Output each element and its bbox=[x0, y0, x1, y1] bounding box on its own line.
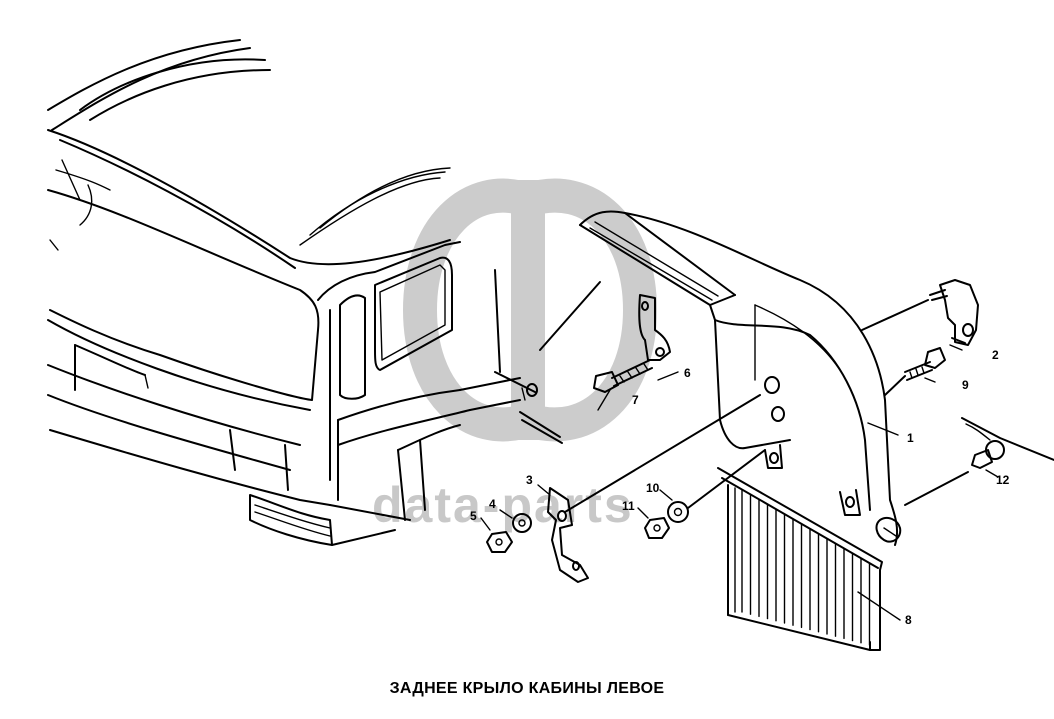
part-number-5: 5 bbox=[470, 509, 477, 523]
pin-rod bbox=[494, 269, 563, 444]
bolt bbox=[593, 359, 653, 393]
bolt-with-washer bbox=[961, 417, 1054, 469]
part-number-8: 8 bbox=[905, 613, 912, 627]
watermark-text: data-parts bbox=[372, 477, 634, 533]
part-number-1: 1 bbox=[907, 431, 914, 445]
mud-flap bbox=[717, 467, 883, 651]
part-number-10: 10 bbox=[646, 481, 660, 495]
diagram-caption: ЗАДНЕЕ КРЫЛО КАБИНЫ ЛЕВОЕ bbox=[389, 680, 665, 697]
part-number-11: 11 bbox=[622, 499, 635, 513]
nut-2 bbox=[644, 517, 670, 539]
mounting-bracket bbox=[547, 487, 589, 583]
leader-lines bbox=[480, 281, 999, 621]
part-number-3: 3 bbox=[526, 473, 533, 487]
part-number-6: 6 bbox=[684, 366, 691, 380]
strap-bracket bbox=[638, 294, 671, 361]
fender-clamp bbox=[929, 279, 979, 346]
nut bbox=[486, 531, 513, 553]
mud-flap-ribs bbox=[741, 489, 871, 646]
washer bbox=[512, 513, 532, 533]
part-number-2: 2 bbox=[992, 348, 999, 362]
part-number-7: 7 bbox=[632, 393, 639, 407]
screw bbox=[904, 347, 946, 381]
cab-body bbox=[47, 39, 521, 546]
rear-fender bbox=[579, 210, 902, 546]
washer-2 bbox=[667, 501, 689, 523]
part-number-4: 4 bbox=[489, 497, 496, 511]
part-number-9: 9 bbox=[962, 378, 969, 392]
part-number-12: 12 bbox=[996, 473, 1010, 487]
